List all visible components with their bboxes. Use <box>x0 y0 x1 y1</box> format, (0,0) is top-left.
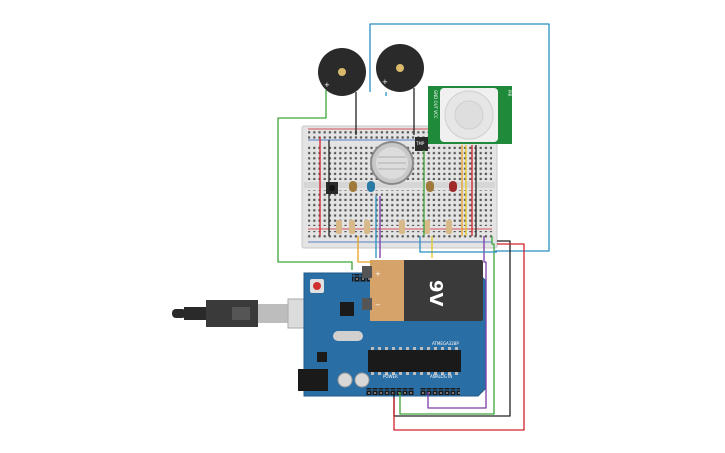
resistor-4 <box>399 220 405 234</box>
buzzer-right-plus: + <box>382 78 388 86</box>
led-red <box>449 181 457 192</box>
power-header <box>366 388 414 395</box>
pir-side-right: PIR <box>507 90 512 97</box>
power-header-label: POWER <box>383 374 398 379</box>
wire-red-right <box>393 243 525 431</box>
power-jack <box>298 369 328 391</box>
analog-header-label: ANALOG IN <box>430 374 452 379</box>
resistors <box>336 220 452 234</box>
svg-text:TMP: TMP <box>415 141 425 146</box>
pir-side-left: GND OUT VCC <box>433 90 438 119</box>
resistor-5 <box>424 220 430 234</box>
battery-label: 9V <box>425 280 446 307</box>
chip-label: ATMEGA328P <box>432 341 459 346</box>
resistor-3 <box>364 220 370 234</box>
wire-green-right <box>399 236 495 415</box>
atmega-chip <box>368 350 461 372</box>
wires <box>277 23 550 431</box>
wire-blue-pir <box>369 23 550 252</box>
power-rail-bottom <box>308 231 492 240</box>
wire-blue-header <box>419 236 497 253</box>
resistor-2 <box>349 220 355 234</box>
transistor: TMP <box>415 137 428 151</box>
pushbutton[interactable] <box>326 182 338 194</box>
battery-9v: + − 9V <box>362 260 483 321</box>
battery-minus-label: − <box>375 301 381 309</box>
led-blue <box>367 181 375 192</box>
resistor-6 <box>446 220 452 234</box>
power-rail-top <box>308 130 492 139</box>
resistor-1 <box>336 220 342 234</box>
analog-header <box>420 388 460 395</box>
battery-plus-label: + <box>375 270 381 278</box>
gas-sensor <box>370 141 414 185</box>
wire-orange <box>357 236 372 263</box>
led-amber-right <box>426 181 434 192</box>
led-amber-left <box>349 181 357 192</box>
buzzer-right: + <box>376 44 424 92</box>
buzzer-left-plus: + <box>324 81 330 89</box>
buzzer-left: + <box>318 48 366 96</box>
wire-green-buzzer <box>277 90 353 270</box>
breadboard <box>301 125 498 249</box>
wire-purple-right <box>427 236 487 409</box>
pir-sensor: GND OUT VCC PIR <box>428 86 512 144</box>
